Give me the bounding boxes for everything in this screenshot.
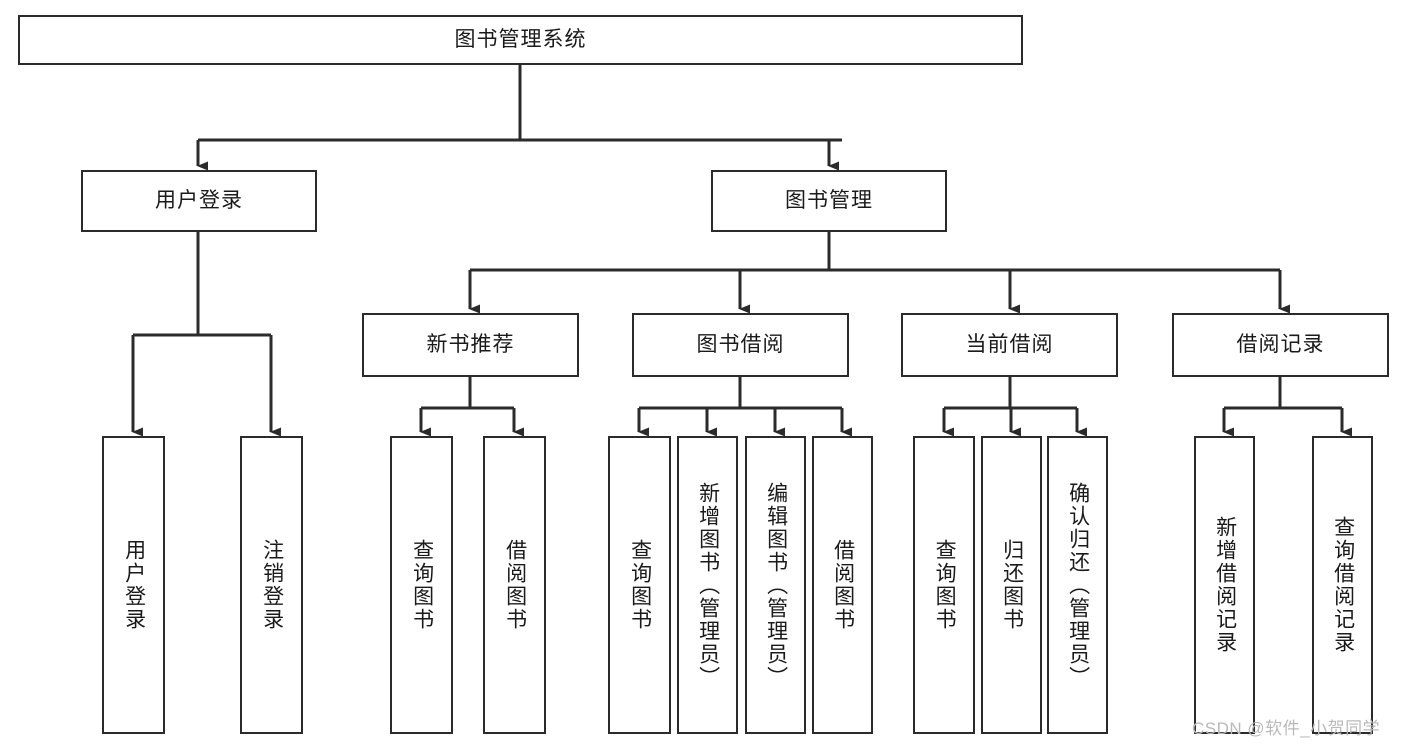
leaf-edit-book-admin[interactable]: 编辑图书（管理员） <box>745 436 806 734</box>
node-label: 图书借阅 <box>696 333 785 357</box>
node-user-login[interactable]: 用户登录 <box>81 170 317 232</box>
leaf-user-login[interactable]: 用户登录 <box>102 436 165 734</box>
leaf-query-book-borrow[interactable]: 查询图书 <box>608 436 671 734</box>
node-label: 编辑图书（管理员） <box>764 481 788 689</box>
leaf-borrow-book-new[interactable]: 借阅图书 <box>483 436 546 734</box>
node-label: 图书管理 <box>785 189 873 213</box>
node-label: 归还图书 <box>1000 539 1024 631</box>
node-label: 查询图书 <box>933 539 957 631</box>
node-current-borrowing[interactable]: 当前借阅 <box>901 313 1118 377</box>
node-new-book-recommendation[interactable]: 新书推荐 <box>362 313 579 377</box>
node-label: 借阅图书 <box>503 539 527 631</box>
node-label: 用户登录 <box>155 189 243 213</box>
node-label: 图书管理系统 <box>454 28 587 52</box>
leaf-return-book[interactable]: 归还图书 <box>981 436 1042 734</box>
csdn-watermark: CSDN @软件_小贺同学 <box>1192 719 1381 738</box>
node-root-book-management-system[interactable]: 图书管理系统 <box>18 15 1023 65</box>
node-label: 新书推荐 <box>426 333 515 357</box>
node-label: 查询图书 <box>410 539 434 631</box>
node-label: 确认归还（管理员） <box>1066 481 1090 689</box>
node-label: 当前借阅 <box>965 333 1054 357</box>
node-label: 查询图书 <box>628 539 652 631</box>
node-label: 借阅记录 <box>1236 333 1325 357</box>
node-label: 注销登录 <box>260 539 284 631</box>
leaf-add-book-admin[interactable]: 新增图书（管理员） <box>677 436 738 734</box>
leaf-query-borrowing-record[interactable]: 查询借阅记录 <box>1312 436 1373 734</box>
node-book-borrowing[interactable]: 图书借阅 <box>632 313 849 377</box>
leaf-query-book-current[interactable]: 查询图书 <box>913 436 975 734</box>
node-label: 新增图书（管理员） <box>696 481 720 689</box>
node-borrowing-record[interactable]: 借阅记录 <box>1172 313 1389 377</box>
leaf-query-book-new[interactable]: 查询图书 <box>390 436 453 734</box>
node-label: 借阅图书 <box>831 539 855 631</box>
leaf-borrow-book[interactable]: 借阅图书 <box>812 436 873 734</box>
leaf-confirm-return-admin[interactable]: 确认归还（管理员） <box>1047 436 1108 734</box>
node-label: 查询借阅记录 <box>1331 516 1355 654</box>
node-label: 新增借阅记录 <box>1213 516 1237 654</box>
node-label: 用户登录 <box>122 539 146 631</box>
node-book-management[interactable]: 图书管理 <box>711 170 947 232</box>
leaf-logout[interactable]: 注销登录 <box>240 436 303 734</box>
leaf-add-borrowing-record[interactable]: 新增借阅记录 <box>1194 436 1255 734</box>
